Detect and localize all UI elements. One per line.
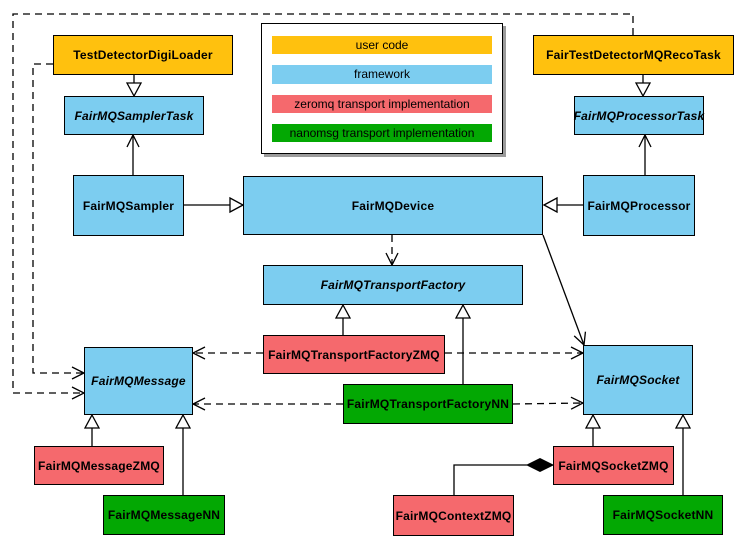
class-box-FairMQSampler: FairMQSampler <box>73 175 184 236</box>
class-box-FairMQTransportFactoryZMQ: FairMQTransportFactoryZMQ <box>263 335 445 374</box>
class-box-FairMQTransportFactory: FairMQTransportFactory <box>263 265 523 305</box>
class-label-FairMQMessage: FairMQMessage <box>91 374 186 388</box>
class-box-FairTestDetectorMQRecoTask: FairTestDetectorMQRecoTask <box>533 35 734 75</box>
class-label-FairTestDetectorMQRecoTask: FairTestDetectorMQRecoTask <box>546 48 721 62</box>
arrowhead-hollow-triangle-edge-FairMQProcessor-FairMQDevice <box>542 196 558 214</box>
legend-item-zeromq: zeromq transport implementation <box>272 94 492 113</box>
class-box-FairMQProcessorTask: FairMQProcessorTask <box>574 96 704 135</box>
class-box-FairMQDevice: FairMQDevice <box>243 176 543 235</box>
class-label-FairMQTransportFactory: FairMQTransportFactory <box>320 278 466 292</box>
arrowhead-hollow-triangle-edge-FairMQSocketZMQ-FairMQSocket <box>584 413 602 429</box>
class-box-FairMQProcessor: FairMQProcessor <box>583 175 695 236</box>
class-box-FairMQSamplerTask: FairMQSamplerTask <box>64 96 204 135</box>
class-label-FairMQSocket: FairMQSocket <box>596 373 680 387</box>
class-label-FairMQTransportFactoryNN: FairMQTransportFactoryNN <box>346 397 510 411</box>
class-box-FairMQTransportFactoryNN: FairMQTransportFactoryNN <box>343 384 513 424</box>
class-label-FairMQSampler: FairMQSampler <box>82 198 175 213</box>
arrowhead-hollow-triangle-edge-FairMQMessageNN-FairMQMessage <box>174 413 192 429</box>
class-box-FairMQMessageNN: FairMQMessageNN <box>103 495 225 535</box>
class-label-FairMQProcessorTask: FairMQProcessorTask <box>573 108 705 123</box>
arrowhead-open-edge-FairMQTransportFactoryZMQ-FairMQMessage <box>191 346 206 360</box>
legend-item-nanomsg: nanomsg transport implementation <box>272 123 492 142</box>
class-box-TestDetectorDigiLoader: TestDetectorDigiLoader <box>53 35 233 75</box>
edge-FairMQDevice-FairMQSocket-association <box>542 234 585 346</box>
class-box-FairMQSocket: FairMQSocket <box>583 345 693 415</box>
class-box-FairMQContextZMQ: FairMQContextZMQ <box>393 495 514 536</box>
class-label-FairMQSamplerTask: FairMQSamplerTask <box>74 108 194 123</box>
class-label-FairMQProcessor: FairMQProcessor <box>587 198 691 213</box>
edge-FairMQTransportFactoryNN-FairMQSocket-dependency <box>512 402 584 405</box>
arrowhead-hollow-triangle-edge-FairMQTransportFactoryNN-FairMQTransportFactory <box>454 303 472 319</box>
arrowhead-hollow-triangle-edge-FairMQSampler-FairMQDevice <box>229 196 245 214</box>
arrowhead-hollow-triangle-edge-FairTestDetectorMQRecoTask-FairMQProcessorTask <box>634 82 652 98</box>
class-label-FairMQSocketNN: FairMQSocketNN <box>612 508 714 522</box>
class-label-FairMQDevice: FairMQDevice <box>351 198 435 213</box>
class-label-FairMQSocketZMQ: FairMQSocketZMQ <box>558 458 669 473</box>
arrowhead-hollow-triangle-edge-TestDetectorDigiLoader-FairMQSamplerTask <box>125 82 143 98</box>
class-box-FairMQMessage: FairMQMessage <box>84 347 193 415</box>
class-box-FairMQSocketNN: FairMQSocketNN <box>603 495 723 535</box>
edge-FairMQContextZMQ-FairMQSocketZMQ-composition <box>453 464 527 495</box>
edge-FairTestDetectorMQRecoTask-FairMQMessage-dependency <box>12 13 634 394</box>
legend-item-user_code: user code <box>272 36 492 55</box>
class-label-FairMQTransportFactoryZMQ: FairMQTransportFactoryZMQ <box>268 347 440 362</box>
arrowhead-hollow-triangle-edge-FairMQSocketNN-FairMQSocket <box>674 413 692 429</box>
arrowhead-filled-diamond-edge-FairMQContextZMQ-FairMQSocketZMQ <box>525 457 555 473</box>
arrowhead-hollow-triangle-edge-FairMQTransportFactoryZMQ-FairMQTransportFactory <box>334 303 352 319</box>
class-label-FairMQMessageZMQ: FairMQMessageZMQ <box>38 458 160 473</box>
class-box-FairMQMessageZMQ: FairMQMessageZMQ <box>34 446 164 485</box>
legend: user code framework zeromq transport imple… <box>261 23 503 154</box>
class-label-FairMQMessageNN: FairMQMessageNN <box>107 508 221 522</box>
edge-TestDetectorDigiLoader-FairMQMessage-dependency <box>32 63 84 374</box>
class-box-FairMQSocketZMQ: FairMQSocketZMQ <box>553 446 674 485</box>
arrowhead-hollow-triangle-edge-FairMQMessageZMQ-FairMQMessage <box>83 413 101 429</box>
class-label-TestDetectorDigiLoader: TestDetectorDigiLoader <box>73 48 213 62</box>
legend-item-framework: framework <box>272 65 492 84</box>
class-label-FairMQContextZMQ: FairMQContextZMQ <box>395 508 512 523</box>
